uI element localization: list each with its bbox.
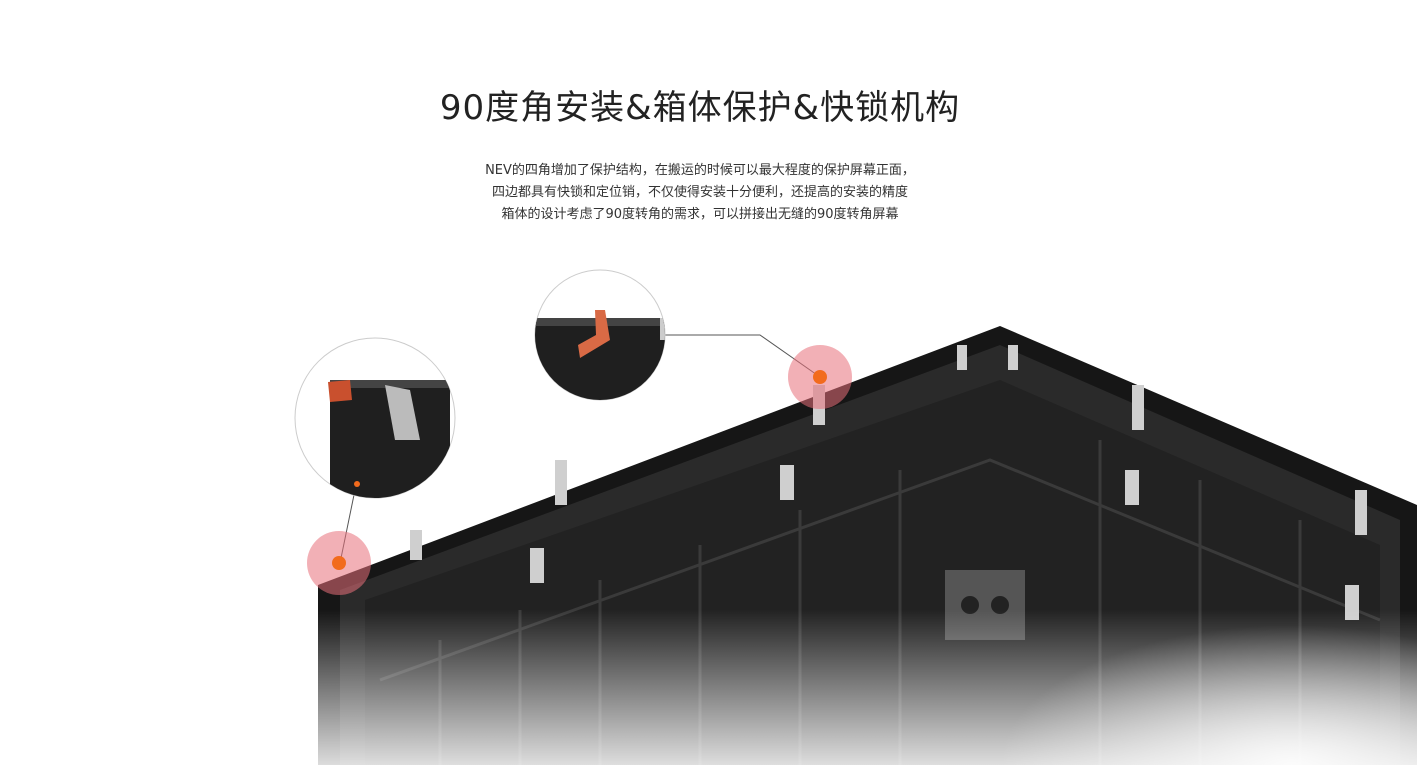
description-line: NEV的四角增加了保护结构，在搬运的时候可以最大程度的保护屏幕正面， [485,163,915,178]
quick-lock-callout [534,269,666,401]
highlight-marker [307,531,371,595]
page-title: 90度角安装&箱体保护&快锁机构 [439,88,961,128]
description-line: 箱体的设计考虑了90度转角的需求，可以拼接出无缝的90度转角屏幕 [501,207,899,222]
feature-description: NEV的四角增加了保护结构，在搬运的时候可以最大程度的保护屏幕正面， 四边都具有… [0,160,1400,226]
corner-protection-callout [294,337,456,499]
highlight-marker [788,345,852,409]
description-line: 四边都具有快锁和定位销，不仅使得安装十分便利，还提高的安装的精度 [491,185,908,200]
led-cabinet [0,326,1417,765]
